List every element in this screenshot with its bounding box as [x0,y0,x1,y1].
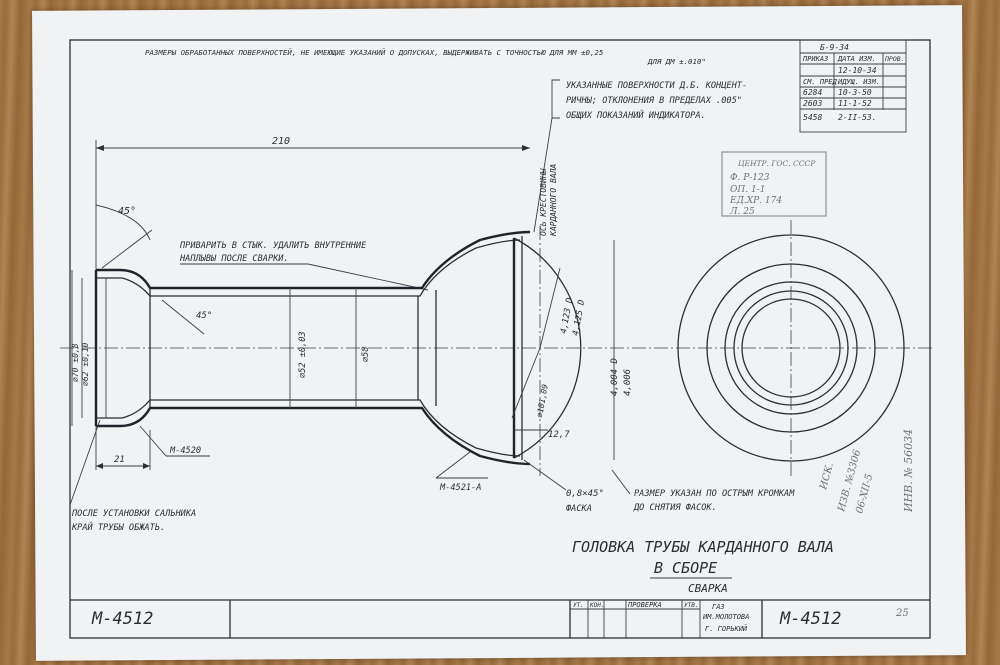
rev-row-2b: ИДУЩ. ИЗМ. [837,78,880,86]
drawing-frame [69,39,931,639]
svg-text:ГАЗ: ГАЗ [712,603,725,611]
dimension-21: 21 [96,430,151,470]
chamfer-note: 0,8×45° ФАСКА [523,459,604,514]
svg-text:4,004 D: 4,004 D [610,358,620,396]
rev-header-check: ПРОВ. [884,55,905,63]
svg-text:ПРОВЕРКА: ПРОВЕРКА [627,601,662,609]
svg-text:М-4520: М-4520 [169,446,201,456]
rev-row-1: 12-10-34 [838,66,877,75]
dimension-210: 210 [95,136,530,470]
concentricity-note: УКАЗАННЫЕ ПОВЕРХНОСТИ Д.Б. КОНЦЕНТ- РИЧН… [533,79,747,233]
svg-text:СВАРКА: СВАРКА [688,582,728,595]
svg-text:⌀62 ±0,10: ⌀62 ±0,10 [81,342,90,386]
svg-text:РАЗМЕР УКАЗАН ПО ОСТРЫМ КРОМКА: РАЗМЕР УКАЗАН ПО ОСТРЫМ КРОМКАМ [634,489,795,499]
gland-note: ПОСЛЕ УСТАНОВКИ САЛЬНИКА КРАЙ ТРУБЫ ОБЖА… [69,419,196,533]
svg-text:КОН.: КОН. [589,602,604,609]
cross-axis-note: ОСЬ КРЕСТОВИНЫ КАРДАННОГО ВАЛА [539,164,558,237]
weld-note: ПРИВАРИТЬ В СТЫК. УДАЛИТЬ ВНУТРЕННИЕ НАП… [179,241,429,291]
svg-text:ГОЛОВКА ТРУБЫ КАРДАННОГО ВАЛА: ГОЛОВКА ТРУБЫ КАРДАННОГО ВАЛА [572,538,834,556]
rev-header-date: ДАТА ИЗМ. [837,55,876,63]
svg-text:ПОСЛЕ УСТАНОВКИ САЛЬНИКА: ПОСЛЕ УСТАНОВКИ САЛЬНИКА [71,509,196,519]
svg-text:ОП. 1-1: ОП. 1-1 [730,185,765,195]
end-view [677,234,905,462]
svg-text:НАПЛЫВЫ ПОСЛЕ СВАРКИ.: НАПЛЫВЫ ПОСЛЕ СВАРКИ. [179,254,289,264]
svg-text:ДО СНЯТИЯ ФАСОК.: ДО СНЯТИЯ ФАСОК. [633,503,717,513]
svg-text:Л. 25: Л. 25 [729,207,755,217]
svg-text:0,8×45°: 0,8×45° [566,489,604,499]
svg-text:Ф. Р-123: Ф. Р-123 [730,173,770,183]
svg-text:КРАЙ ТРУБЫ ОБЖАТЬ.: КРАЙ ТРУБЫ ОБЖАТЬ. [71,521,165,533]
svg-text:45°: 45° [118,206,136,217]
rev-row-0: Б-9-34 [820,43,849,52]
rev-row-5b: 2-II-53. [838,113,877,122]
note-tolerance-inch: ДЛЯ ДМ ±.010" [647,57,706,66]
tube-diameters: ⌀52 ±0,03 ⌀58 ⌀70 ±0,8 ⌀62 ±0,10 [71,270,371,426]
svg-text:Г. ГОРЬКИЙ: Г. ГОРЬКИЙ [705,624,748,633]
rev-row-2a: СМ. ПРЕД [803,78,838,86]
svg-text:ПРИВАРИТЬ В СТЫК. УДАЛИТЬ ВНУТ: ПРИВАРИТЬ В СТЫК. УДАЛИТЬ ВНУТРЕННИЕ [179,241,367,251]
svg-text:КАРДАННОГО ВАЛА: КАРДАННОГО ВАЛА [549,164,558,237]
svg-text:ОБЩИХ ПОКАЗАНИЙ ИНДИКАТОРА.: ОБЩИХ ПОКАЗАНИЙ ИНДИКАТОРА. [566,109,706,121]
rev-row-3a: 6284 [803,88,822,97]
svg-text:УТВ.: УТВ. [684,602,698,609]
svg-text:⌀52 ±0,03: ⌀52 ±0,03 [298,331,308,378]
archive-stamp: ЦЕНТР. ГОС. СССР Ф. Р-123 ОП. 1-1 ЕД.ХР.… [721,151,827,217]
svg-text:М-4521-А: М-4521-А [439,483,481,493]
svg-text:21: 21 [114,455,125,465]
drawing-number: М-4512 [779,609,841,629]
svg-text:⌀58: ⌀58 [361,346,371,362]
rev-header-order: ПРИКАЗ [802,55,828,63]
svg-text:210: 210 [272,136,290,147]
svg-text:ФАСКА: ФАСКА [566,504,592,514]
svg-text:ЕД.ХР. 174: ЕД.ХР. 174 [729,196,782,206]
revision-block: Б-9-34 ПРИКАЗ ДАТА ИЗМ. ПРОВ. 12-10-34 С… [799,39,907,133]
svg-text:ЦЕНТР. ГОС. СССР: ЦЕНТР. ГОС. СССР [738,159,816,168]
svg-text:4,006: 4,006 [623,369,633,396]
rev-row-4b: 11-1-52 [838,99,872,108]
svg-text:12,7: 12,7 [548,430,570,440]
drawing-number-left: М-4512 [91,609,153,629]
svg-text:ИСК.: ИСК. [818,462,836,492]
part-ref-m4521a: М-4521-А [435,451,488,493]
svg-text:РИЧНЫ; ОТКЛОНЕНИЯ В ПРЕДЕЛАХ .: РИЧНЫ; ОТКЛОНЕНИЯ В ПРЕДЕЛАХ .005" [566,96,742,106]
tube-head-section [94,230,582,466]
sharp-edges-note: РАЗМЕР УКАЗАН ПО ОСТРЫМ КРОМКАМ ДО СНЯТИ… [611,469,795,513]
svg-text:ОСЬ КРЕСТОВИНЫ: ОСЬ КРЕСТОВИНЫ [539,168,548,236]
title-block: М-4512 УТ. КОН. ПРОВЕРКА УТВ. ГАЗ ИМ.МОЛ… [70,599,930,638]
part-ref-m4520: М-4520 [139,425,210,457]
drawing-title: ГОЛОВКА ТРУБЫ КАРДАННОГО ВАЛА В СБОРЕ СВ… [572,538,834,595]
svg-text:45°: 45° [196,311,212,321]
handwritten-notes: ИНВ. № 56034 ИСК. ИЗВ. №3306 06-XII-5 [818,429,915,515]
flange-diameters: 4,123 D 4,125 D ⌀101,09 4,004 D 4,006 12… [511,240,633,460]
svg-text:⌀101,09: ⌀101,09 [535,383,550,418]
rev-row-5a: 5458 [803,113,822,122]
svg-text:УТ.: УТ. [573,602,584,609]
note-tolerance: РАЗМЕРЫ ОБРАБОТАННЫХ ПОВЕРХНОСТЕЙ, НЕ ИМ… [145,48,603,57]
angle-45-top: 45° [95,204,153,269]
svg-text:ИМ.МОЛОТОВА: ИМ.МОЛОТОВА [702,613,749,621]
svg-text:ИНВ. № 56034: ИНВ. № 56034 [902,429,915,513]
svg-text:06-XII-5: 06-XII-5 [854,473,875,515]
angle-45-inner: 45° [161,299,212,335]
svg-text:УКАЗАННЫЕ ПОВЕРХНОСТИ Д.Б. КОН: УКАЗАННЫЕ ПОВЕРХНОСТИ Д.Б. КОНЦЕНТ- [566,81,747,91]
sheet-number: 25 [895,608,909,619]
svg-text:В СБОРЕ: В СБОРЕ [654,559,717,577]
rev-row-4a: 2603 [803,99,822,108]
svg-text:⌀70 ±0,8: ⌀70 ±0,8 [71,343,80,382]
rev-row-3b: 10-3-50 [838,88,872,97]
